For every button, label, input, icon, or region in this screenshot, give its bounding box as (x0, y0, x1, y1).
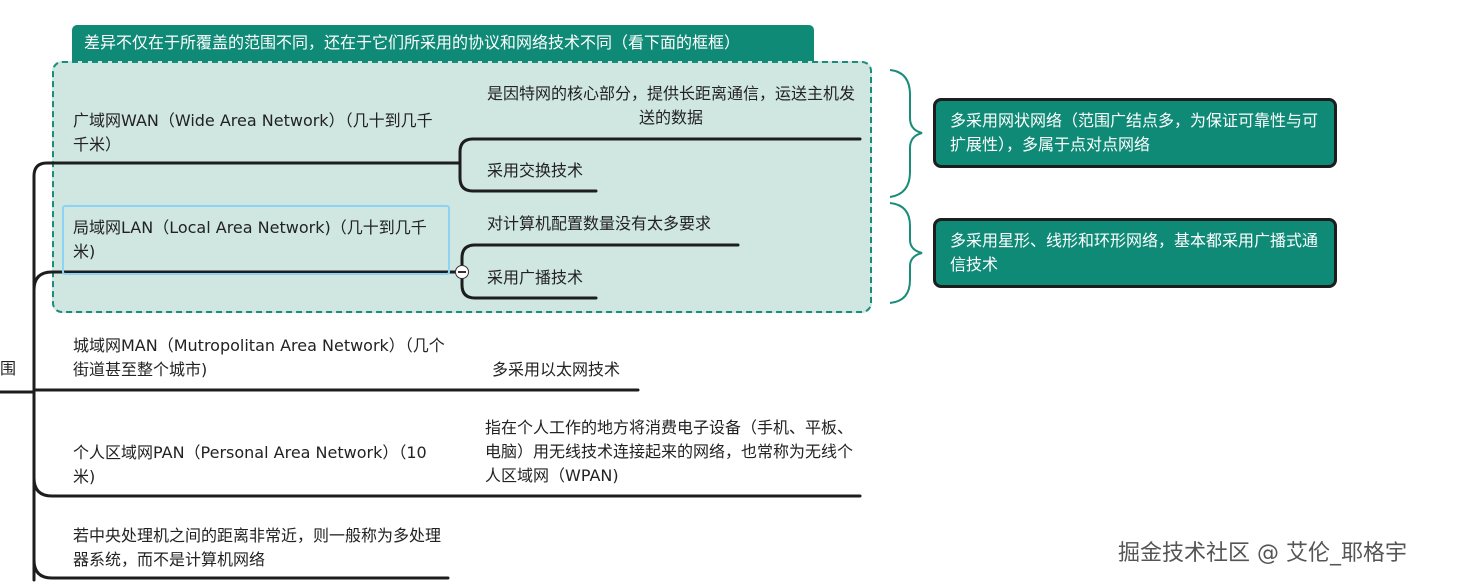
lan-branch (32, 270, 450, 292)
lan-broadcast-line (460, 270, 598, 300)
wan-fork (446, 137, 862, 165)
node-multiprocessor[interactable]: 若中央处理机之间的距离非常近，则一般称为多处理器系统，而不是计算机网络 (73, 526, 442, 569)
detail-wan-switching[interactable]: 采用交换技术 (487, 161, 584, 180)
detail-pan-description[interactable]: 指在个人工作的地方将消费电子设备（手机、平板、电脑）用无线技术连接起来的网络，也… (485, 418, 854, 485)
wan-switch-line (458, 161, 598, 193)
lan-fork (446, 243, 740, 274)
pan-branch (32, 476, 862, 498)
watermark: 掘金技术社区 @ 艾伦_耶格宇 (1118, 541, 1407, 566)
node-pan[interactable]: 个人区域网PAN（Personal Area Network）（10米) (73, 443, 427, 486)
selection-outline (62, 205, 450, 275)
node-lan[interactable]: 局域网LAN（Local Area Network)（几十到几千米) (73, 218, 427, 261)
root-node-label[interactable]: 围 (0, 359, 17, 378)
main-trunk (32, 161, 450, 582)
detail-man-ethernet[interactable]: 多采用以太网技术 (492, 360, 621, 379)
collapse-toggle-icon[interactable] (455, 265, 469, 279)
node-wan[interactable]: 广域网WAN（Wide Area Network）（几十到几千千米） (73, 111, 433, 154)
wan-brace (889, 69, 923, 198)
lan-brace (889, 202, 923, 304)
detail-wan-core[interactable]: 是因特网的核心部分，提供长距离通信，运送主机发送的数据 (486, 84, 855, 127)
callout-star-network[interactable]: 多采用星形、线形和环形网络，基本都采用广播式通信技术 (933, 218, 1337, 288)
callout-mesh-network[interactable]: 多采用网状网络（范围广结点多，为保证可靠性与可扩展性），多属于点对点网络 (933, 98, 1337, 168)
detail-lan-config[interactable]: 对计算机配置数量没有太多要求 (487, 214, 712, 233)
summary-banner[interactable]: 差异不仅在于所覆盖的范围不同，还在于它们所采用的协议和网络技术不同（看下面的框框… (72, 25, 814, 61)
node-man[interactable]: 城域网MAN（Mutropolitan Area Network）（几个街道甚至… (73, 336, 445, 379)
multi-branch (32, 558, 450, 580)
detail-lan-broadcast[interactable]: 采用广播技术 (487, 268, 584, 287)
